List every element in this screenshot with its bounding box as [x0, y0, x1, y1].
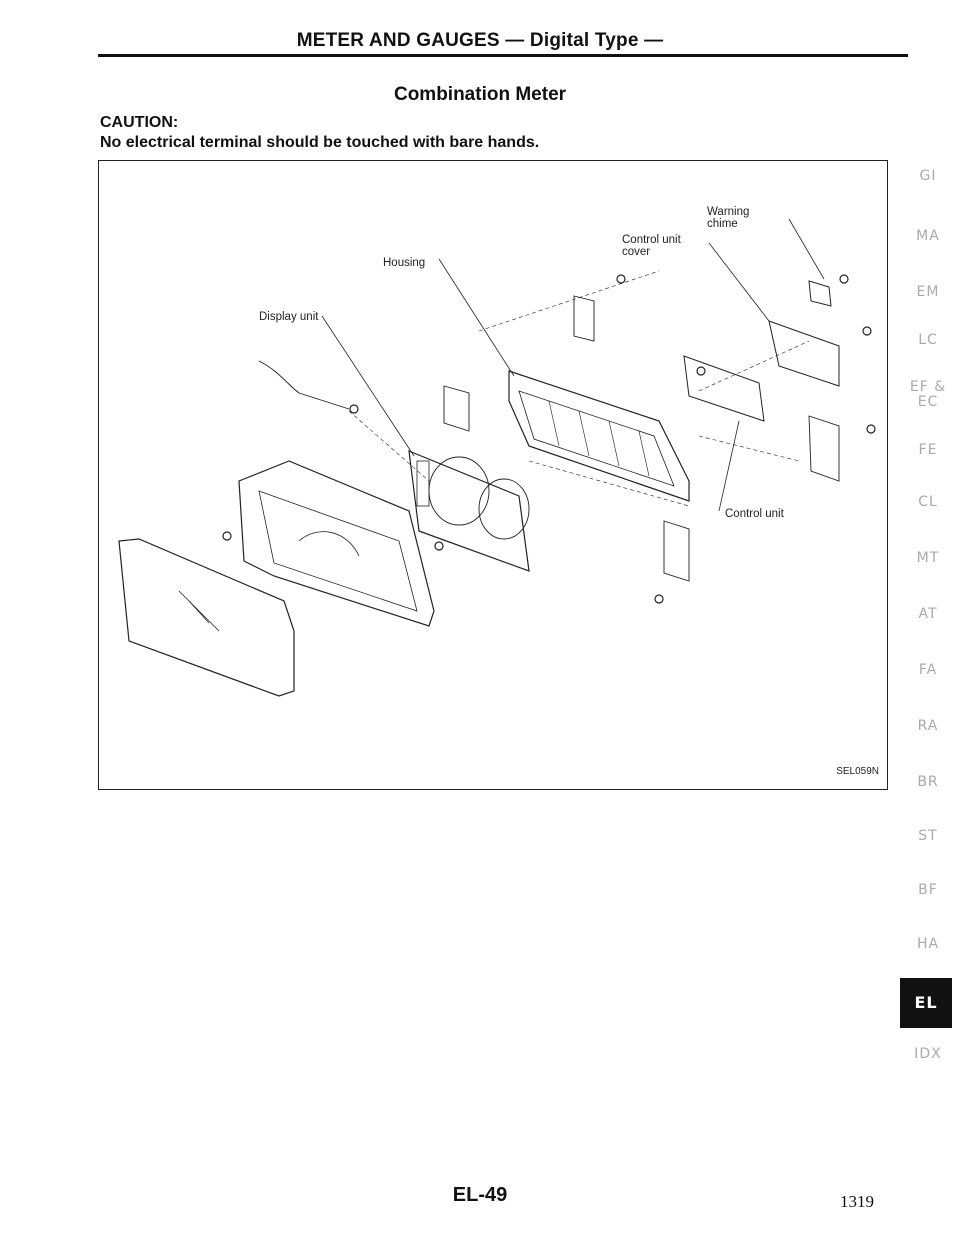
exploded-diagram: Warning chime Control unit cover Housing… [98, 160, 888, 790]
page-header: METER AND GAUGES — Digital Type — [296, 30, 664, 51]
tab-fe[interactable]: FE [918, 442, 938, 458]
tab-ef-ec[interactable]: EF & EC [909, 379, 947, 410]
caution-text: No electrical terminal should be touched… [100, 134, 540, 151]
display-unit-part [408, 450, 530, 572]
header-rule [98, 54, 908, 57]
tab-idx[interactable]: IDX [914, 1046, 942, 1062]
tab-em[interactable]: EM [916, 284, 940, 300]
label-control-unit: Control unit [725, 508, 784, 520]
housing-part [508, 370, 690, 502]
label-display-unit: Display unit [259, 311, 319, 323]
meter-bezel [238, 460, 435, 627]
combination-meter-illustration [118, 218, 876, 697]
page-number: 1319 [840, 1192, 874, 1211]
label-control-unit-cover: Control unit cover [622, 234, 681, 258]
tab-ha[interactable]: HA [916, 936, 940, 952]
meter-lens [118, 538, 295, 697]
tab-st[interactable]: ST [918, 828, 938, 844]
tab-ra[interactable]: RA [917, 718, 939, 734]
tab-ma[interactable]: MA [916, 228, 940, 244]
label-warning-chime: Warning chime [707, 206, 750, 230]
tab-fa[interactable]: FA [918, 662, 938, 678]
tab-bf[interactable]: BF [918, 882, 938, 898]
label-housing: Housing [383, 257, 426, 269]
tab-mt[interactable]: MT [916, 550, 940, 566]
section-title: Combination Meter [393, 84, 567, 105]
tab-gi[interactable]: GI [919, 168, 937, 184]
page-code: EL-49 [452, 1184, 508, 1206]
tab-cl[interactable]: CL [918, 494, 938, 510]
section-index-tabs: GI MA EM LC EF & EC FE CL MT AT FA RA BR… [892, 160, 960, 1100]
tab-lc[interactable]: LC [918, 332, 938, 348]
tab-at[interactable]: AT [918, 606, 938, 622]
figure-code: SEL059N [836, 766, 879, 777]
caution-label: CAUTION: [100, 114, 179, 131]
tab-el-active[interactable]: EL [900, 978, 952, 1028]
tab-br[interactable]: BR [917, 774, 939, 790]
